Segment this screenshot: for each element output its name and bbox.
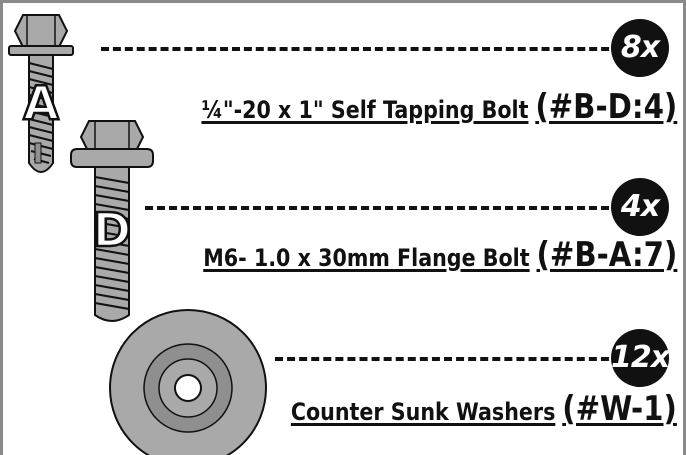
washer-image [109,309,267,455]
quantity-badge: 12x [611,329,670,387]
leader-line [101,47,621,51]
flange-bolt-image [70,120,154,322]
self-tapping-bolt-image [8,14,74,173]
leader-line [145,206,621,210]
hardware-label: ¼"-20 x 1" Self Tapping Bolt(#B-D:4) [201,87,677,127]
item-description: M6- 1.0 x 30mm Flange Bolt [202,244,530,272]
leader-line [275,357,621,361]
item-description: ¼"-20 x 1" Self Tapping Bolt [201,96,529,124]
hardware-label: M6- 1.0 x 30mm Flange Bolt(#B-A:7) [203,235,677,275]
item-description: Counter Sunk Washers [290,398,556,426]
quantity-badge: 4x [611,178,669,236]
part-code: (#W-1) [562,389,677,429]
hardware-illustrations: A D [8,14,267,455]
bolt-letter-a: A [23,76,59,130]
part-code: (#B-D:4) [535,87,677,127]
part-code: (#B-A:7) [536,235,677,275]
bolt-letter-d: D [93,203,131,257]
quantity-badge: 8x [611,19,669,77]
hardware-label: Counter Sunk Washers(#W-1) [291,389,677,429]
